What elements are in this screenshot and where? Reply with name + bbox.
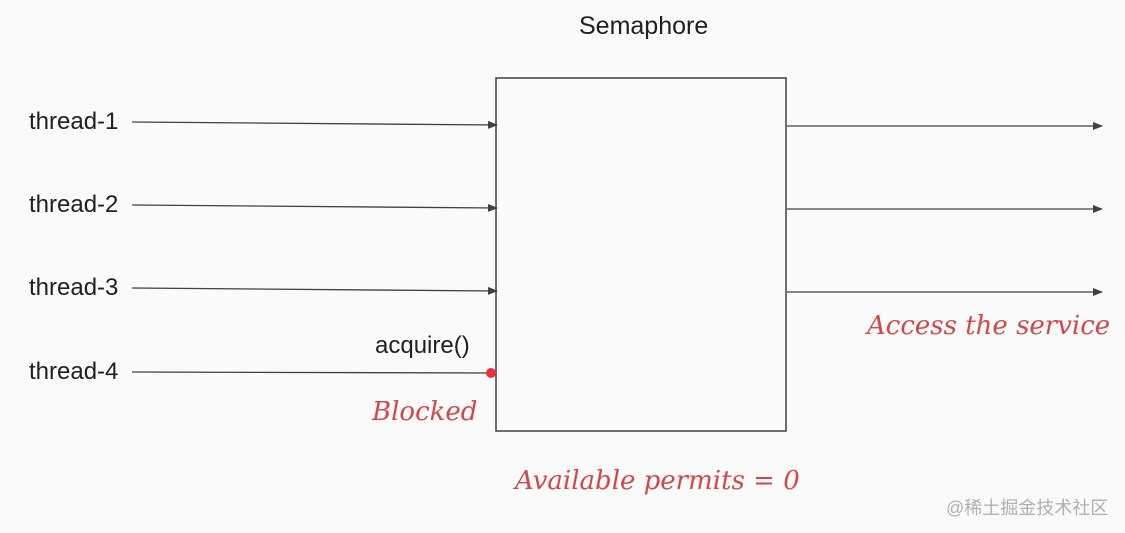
blocked-annotation: Blocked	[372, 397, 478, 427]
thread-2-label: thread-2	[29, 191, 119, 218]
thread-4-line	[131, 371, 491, 374]
thread-2-arrow	[131, 203, 498, 212]
semaphore-title: Semaphore	[579, 12, 709, 40]
watermark: @稀土掘金技术社区	[946, 498, 1109, 518]
acquire-label: acquire()	[375, 332, 470, 359]
thread-1-arrow	[131, 120, 498, 129]
thread-3-label: thread-3	[29, 274, 119, 301]
access-annotation: Access the service	[867, 311, 1111, 341]
blocked-dot	[486, 368, 496, 378]
semaphore-box	[495, 77, 787, 432]
permits-annotation: Available permits = 0	[515, 466, 800, 496]
thread-1-label: thread-1	[29, 108, 119, 135]
thread-4-label: thread-4	[29, 358, 119, 385]
thread-3-arrow	[131, 286, 498, 295]
